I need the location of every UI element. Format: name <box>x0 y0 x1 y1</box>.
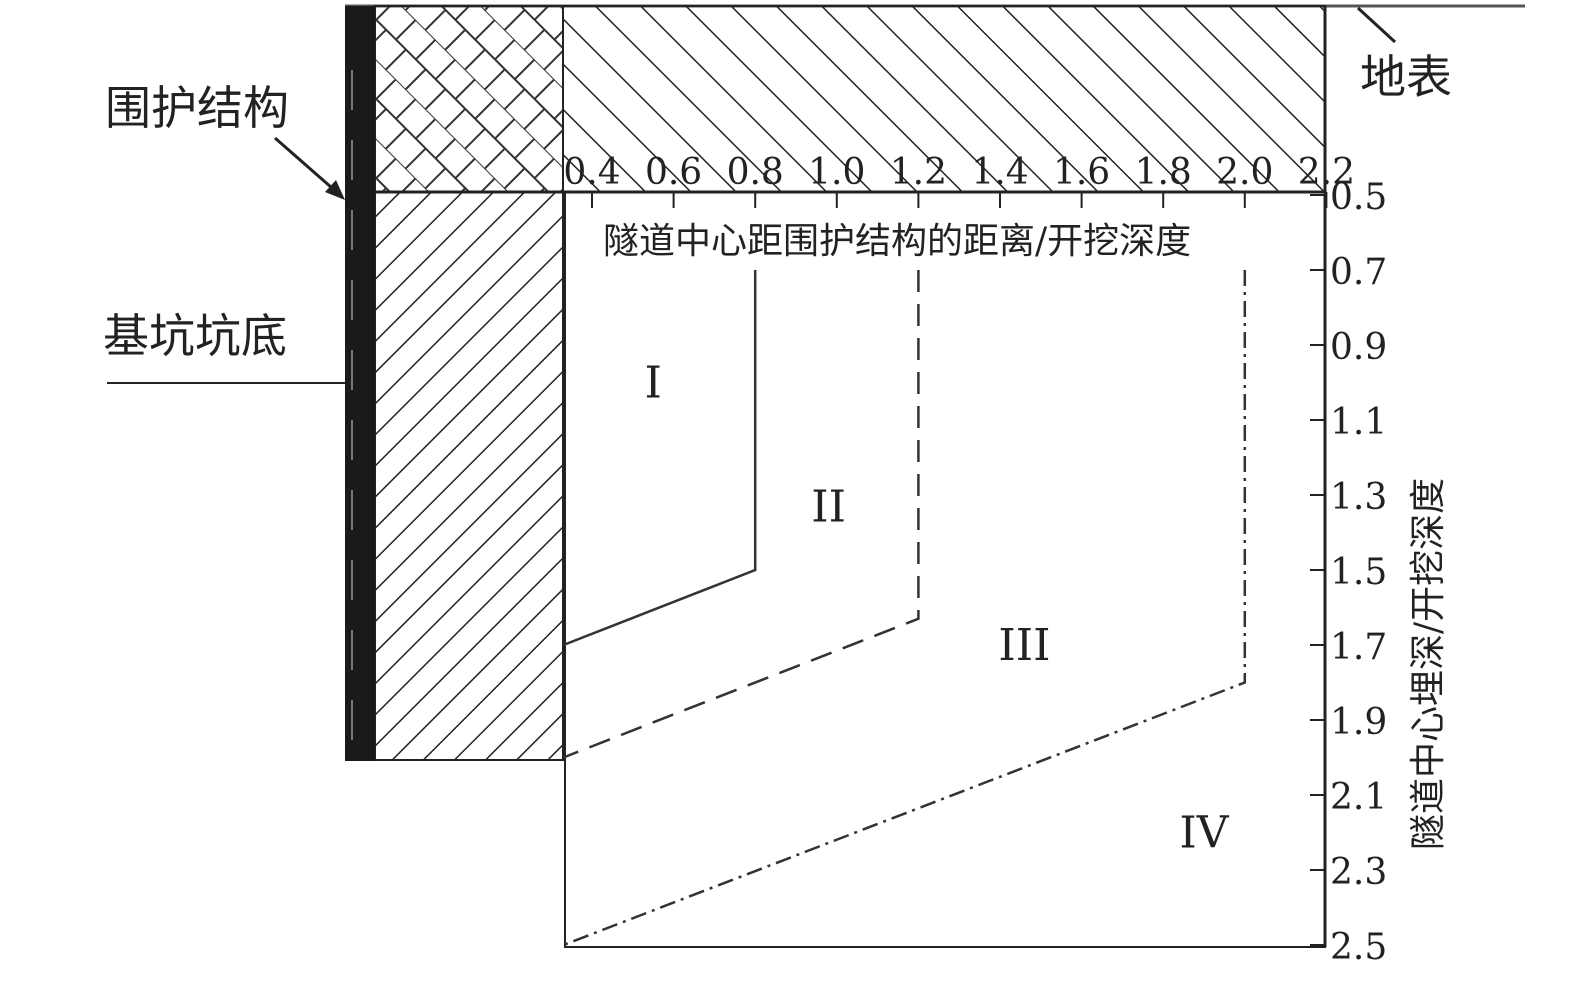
x-tick-label: 2.2 <box>1298 152 1355 193</box>
y-tick-label: 1.1 <box>1330 402 1387 443</box>
x-axis-label: 隧道中心距围护结构的距离/开挖深度 <box>603 221 1191 262</box>
soil-side-hatch <box>374 191 564 761</box>
label-pit-bottom: 基坑坑底 <box>103 309 287 363</box>
y-tick-label: 2.1 <box>1330 777 1387 818</box>
retaining-wall <box>345 6 375 761</box>
y-tick-label: 1.9 <box>1330 702 1387 743</box>
y-tick-label: 1.5 <box>1330 552 1387 593</box>
y-tick-label: 2.5 <box>1330 927 1387 968</box>
x-tick-label: 2.0 <box>1216 152 1273 193</box>
boundary-dashdot <box>562 270 1247 947</box>
retaining-arrow <box>274 136 341 197</box>
label-retaining-structure: 围护结构 <box>105 81 289 135</box>
x-tick-label: 1.6 <box>1053 152 1110 193</box>
zone-label: IV <box>1179 808 1229 859</box>
plot-frame <box>564 191 1326 948</box>
boundary-dashed <box>562 270 920 759</box>
x-tick-label: 1.8 <box>1135 152 1192 193</box>
label-ground-surface: 地表 <box>1360 50 1452 104</box>
y-axis-label: 隧道中心埋深/开挖深度 <box>1408 478 1449 850</box>
y-tick-label: 0.9 <box>1330 327 1387 368</box>
zone-label: I <box>645 358 662 409</box>
zone-boundaries <box>562 270 1247 947</box>
x-tick-label: 0.4 <box>563 152 620 193</box>
arrow-head-icon <box>325 180 345 200</box>
y-tick-label: 0.7 <box>1330 252 1387 293</box>
y-tick-label: 0.5 <box>1330 177 1387 218</box>
y-tick-label: 2.3 <box>1330 852 1387 893</box>
x-tick-label: 1.0 <box>808 152 865 193</box>
x-tick-label: 1.2 <box>890 152 947 193</box>
soil-herringbone <box>374 5 564 193</box>
ground-arrow <box>1356 6 1397 44</box>
y-ticks: 0.5 0.7 0.9 1.1 1.3 1.5 1.7 1.9 2.1 2.3 2.5 <box>1310 177 1387 968</box>
y-tick-label: 1.3 <box>1330 477 1387 518</box>
boundary-solid <box>562 270 757 647</box>
x-tick-label: 0.6 <box>645 152 702 193</box>
x-ticks: 0.4 0.6 0.8 1.0 1.2 1.4 1.6 1.8 2.0 2.2 <box>563 152 1355 208</box>
zone-label: II <box>811 481 846 532</box>
x-tick-label: 0.8 <box>727 152 784 193</box>
zone-label: III <box>998 620 1050 671</box>
x-tick-label: 1.4 <box>971 152 1028 193</box>
y-tick-label: 1.7 <box>1330 627 1387 668</box>
